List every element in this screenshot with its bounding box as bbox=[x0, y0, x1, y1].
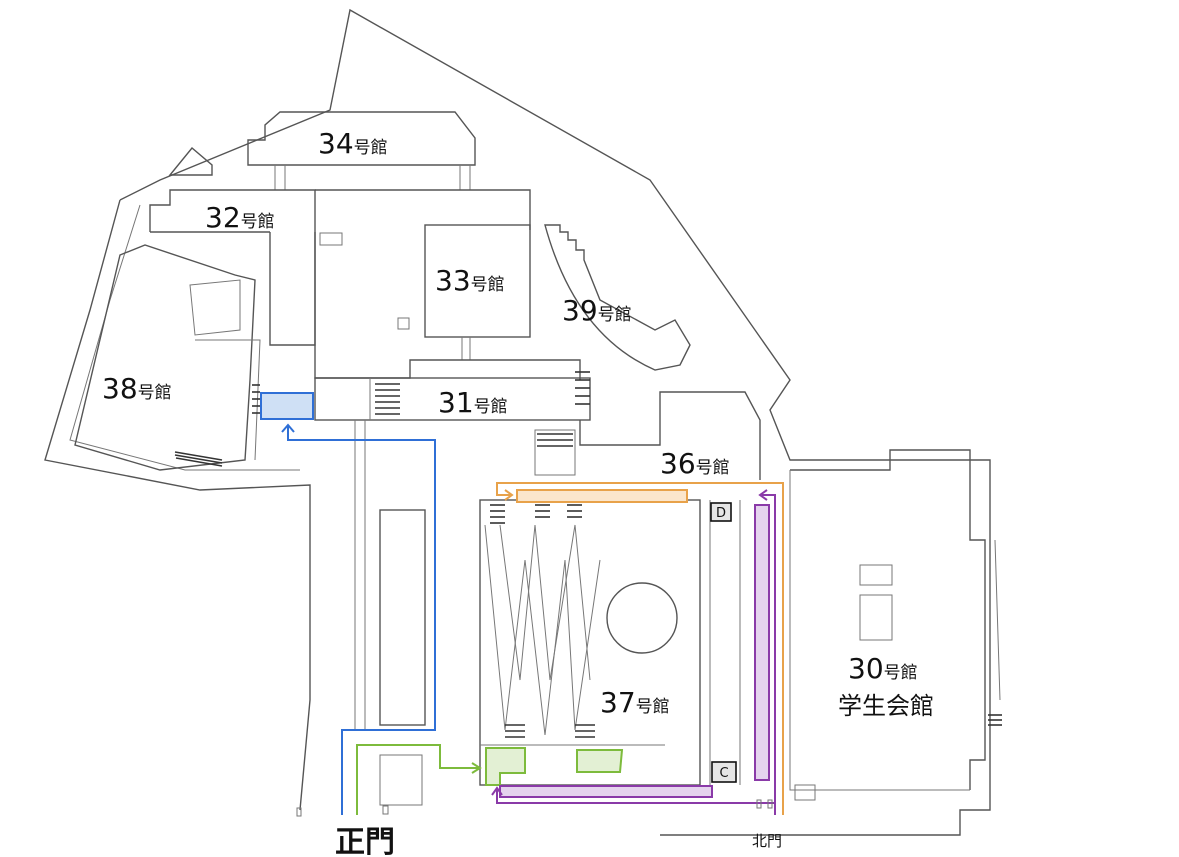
marker-d[interactable]: D bbox=[710, 502, 732, 522]
marker-c-label: C bbox=[719, 766, 728, 781]
building-36[interactable] bbox=[534, 391, 761, 480]
route-blue bbox=[260, 392, 436, 815]
building-37[interactable] bbox=[479, 499, 741, 786]
building-30[interactable] bbox=[789, 449, 1002, 801]
route-purple bbox=[491, 489, 776, 815]
label-building-31: 31号館 bbox=[438, 386, 508, 419]
destination-purple-south bbox=[499, 785, 713, 798]
building-32[interactable] bbox=[149, 189, 531, 233]
small-structure bbox=[168, 147, 213, 176]
building-block-mid bbox=[314, 232, 581, 380]
route-orange bbox=[496, 482, 784, 815]
stairs-31 bbox=[252, 371, 590, 415]
route-green bbox=[356, 744, 624, 815]
building-33[interactable] bbox=[319, 224, 531, 360]
main-gate-label: 正門 bbox=[335, 825, 395, 857]
label-building-37: 37号館 bbox=[600, 686, 670, 719]
campus-outline bbox=[44, 8, 991, 836]
north-gate-label: 北門 bbox=[752, 832, 782, 850]
stairs-36 bbox=[537, 433, 573, 447]
label-building-30: 30号館 bbox=[848, 652, 918, 685]
label-building-30-name: 学生会館 bbox=[838, 692, 934, 720]
destination-green-1 bbox=[485, 747, 526, 786]
left-walkway bbox=[354, 420, 426, 815]
building-34[interactable] bbox=[247, 111, 476, 190]
marker-c[interactable]: C bbox=[711, 761, 737, 783]
building-39[interactable] bbox=[544, 224, 691, 371]
label-building-36: 36号館 bbox=[660, 447, 730, 480]
label-building-33: 33号館 bbox=[435, 264, 505, 297]
building-block-center bbox=[269, 232, 316, 346]
stairs-37 bbox=[490, 504, 595, 738]
stairs-38 bbox=[174, 451, 223, 467]
label-building-34: 34号館 bbox=[318, 127, 388, 160]
building-38[interactable] bbox=[74, 244, 261, 471]
destination-blue bbox=[260, 392, 314, 420]
marker-d-label: D bbox=[716, 506, 726, 521]
destination-orange bbox=[516, 489, 688, 503]
destination-green-2 bbox=[576, 749, 624, 773]
building-31[interactable] bbox=[252, 371, 591, 421]
label-building-32: 32号館 bbox=[205, 201, 275, 234]
label-building-38: 38号館 bbox=[102, 372, 172, 405]
stairs-30 bbox=[988, 714, 1002, 726]
destination-purple-east bbox=[754, 504, 770, 781]
label-building-39: 39号館 bbox=[562, 294, 632, 327]
